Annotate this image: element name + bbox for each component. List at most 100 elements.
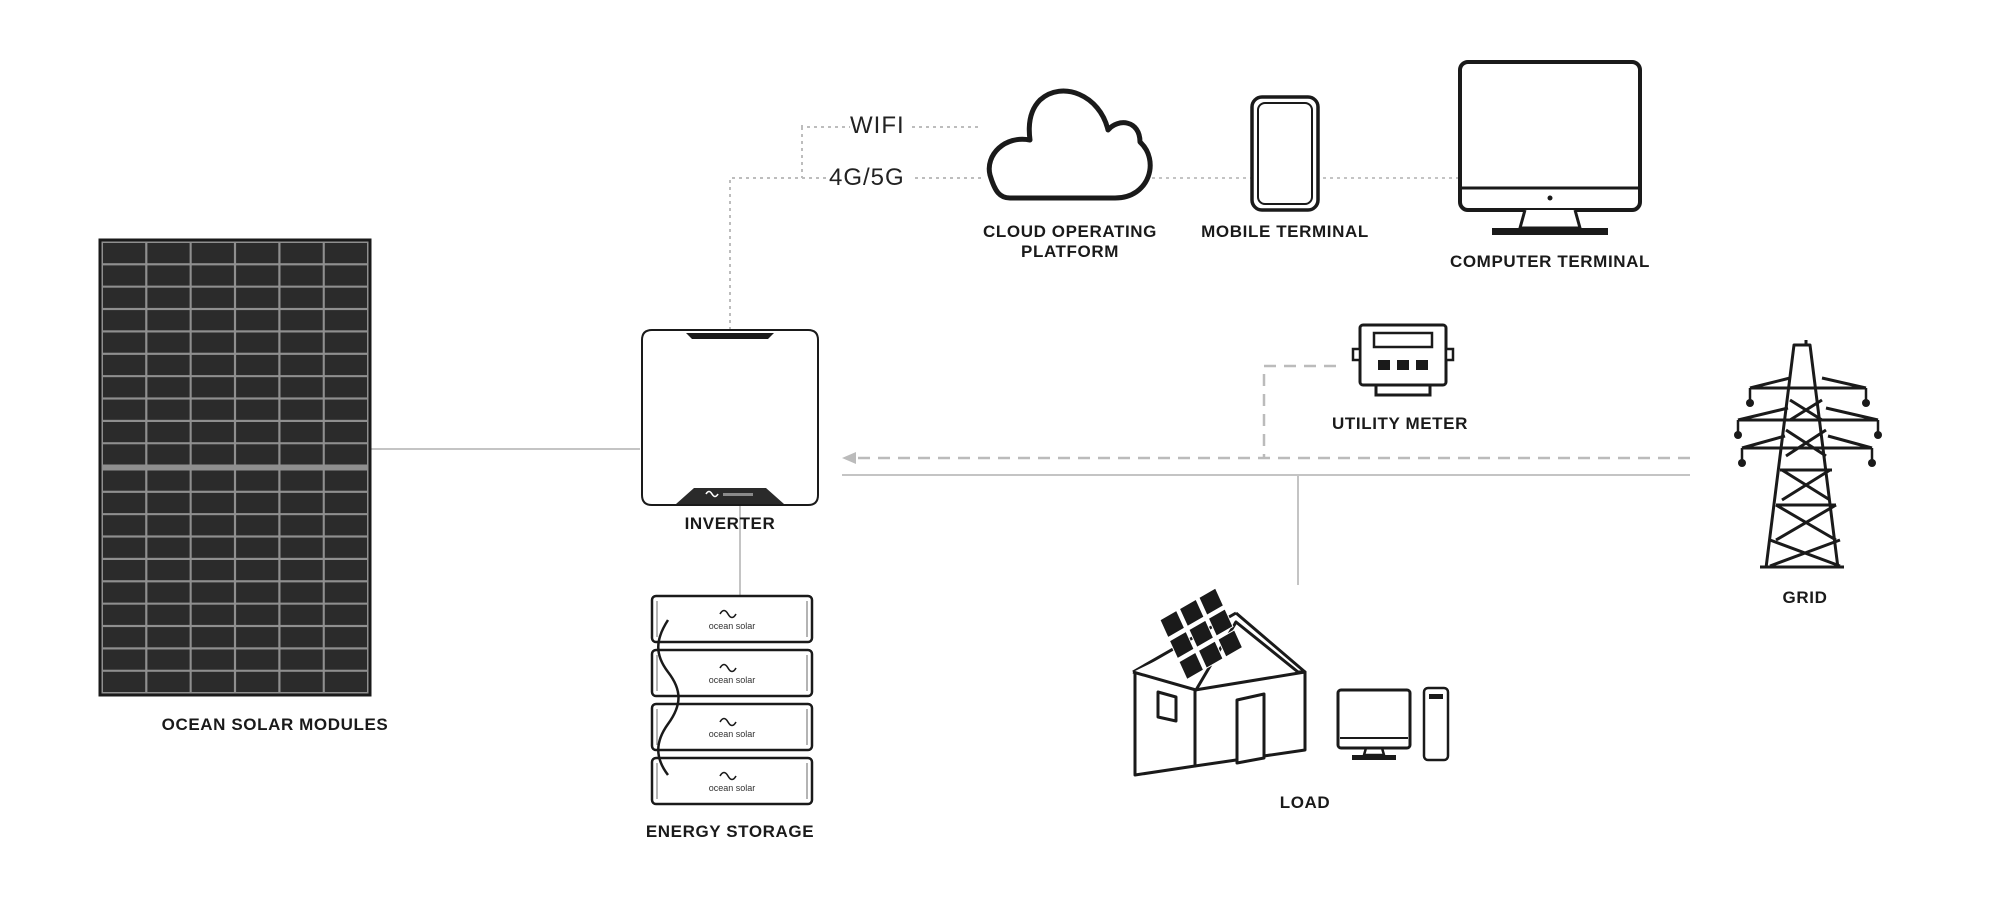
panel-cell <box>103 243 146 264</box>
panel-cell <box>324 287 367 308</box>
panel-cell <box>280 515 323 536</box>
panel-cell <box>280 310 323 331</box>
panel-cell <box>280 560 323 581</box>
computer-icon <box>1458 60 1642 235</box>
grid-label: GRID <box>1782 588 1828 607</box>
panel-cell <box>191 422 234 443</box>
panel-cell <box>147 399 190 420</box>
module-brand-text: ocean solar <box>709 675 756 685</box>
battery-module <box>650 702 814 752</box>
mobile-label: MOBILE TERMINAL <box>1201 222 1369 241</box>
panel-cell <box>280 604 323 625</box>
panel-cell <box>236 243 279 264</box>
panel-cell <box>324 243 367 264</box>
cloud-label-line1: CLOUD OPERATING <box>983 222 1157 241</box>
solar-modules-label: OCEAN SOLAR MODULES <box>161 715 389 734</box>
panel-cell <box>147 649 190 670</box>
panel-cell <box>324 377 367 398</box>
inverter-label: INVERTER <box>684 514 776 533</box>
brand-logo-icon <box>719 771 737 781</box>
panel-cell <box>236 470 279 491</box>
panel-cell <box>147 492 190 514</box>
panel-cell <box>236 399 279 420</box>
computer-label: COMPUTER TERMINAL <box>1449 252 1651 271</box>
panel-cell <box>191 354 234 376</box>
panel-cell <box>147 332 190 353</box>
panel-cell <box>280 332 323 353</box>
panel-cell <box>324 354 367 376</box>
panel-cell <box>236 422 279 443</box>
battery-module <box>650 594 814 644</box>
panel-cell <box>280 627 323 648</box>
panel-cell <box>103 560 146 581</box>
house-icon <box>1132 611 1307 777</box>
panel-cell <box>324 604 367 625</box>
panel-cell <box>103 470 146 491</box>
panel-cell <box>103 627 146 648</box>
panel-cell <box>280 243 323 264</box>
panel-cell <box>324 537 367 558</box>
panel-cell <box>147 422 190 443</box>
panel-cell <box>103 671 146 692</box>
meter-drop-line <box>1262 364 1336 458</box>
panel-cell <box>280 377 323 398</box>
panel-cell <box>147 354 190 376</box>
wifi-label: WIFI <box>850 112 905 139</box>
rooftop-panel-cell <box>1207 608 1234 637</box>
panel-cell <box>236 310 279 331</box>
panel-cell <box>324 627 367 648</box>
cloud-label-line2: PLATFORM <box>1021 242 1119 261</box>
panel-cell <box>103 492 146 514</box>
panel-cell <box>103 649 146 670</box>
panel-cell <box>236 287 279 308</box>
module-brand-text: ocean solar <box>709 621 756 631</box>
panel-cell <box>191 265 234 286</box>
panel-cell <box>103 444 146 465</box>
panel-cell <box>147 243 190 264</box>
panel-cell <box>236 671 279 692</box>
panel-cell <box>147 604 190 625</box>
panel-cell <box>103 399 146 420</box>
panel-cell <box>147 444 190 465</box>
panel-cell <box>324 582 367 603</box>
panel-cell <box>324 422 367 443</box>
panel-cell <box>191 243 234 264</box>
panel-cell <box>191 560 234 581</box>
panel-cell <box>103 332 146 353</box>
wifi-line <box>801 125 850 128</box>
panel-frame <box>98 238 372 697</box>
panel-cell <box>280 671 323 692</box>
grid-tower-icon <box>1734 340 1882 569</box>
panel-cell <box>191 399 234 420</box>
mobile-icon <box>1250 95 1320 212</box>
panel-cell <box>236 492 279 514</box>
rooftop-panel-cell <box>1198 587 1225 616</box>
panel-cell <box>280 444 323 465</box>
panel-cell <box>147 310 190 331</box>
panel-cell <box>103 287 146 308</box>
panel-cell <box>191 287 234 308</box>
cellular-label: 4G/5G <box>829 164 905 191</box>
panel-cell <box>147 377 190 398</box>
comm-lines <box>729 125 985 330</box>
panel-cell <box>280 354 323 376</box>
brand-logo-icon <box>719 609 737 619</box>
panel-cell <box>236 604 279 625</box>
panel-cell <box>324 671 367 692</box>
inverter-icon <box>641 329 819 506</box>
load-computer-icon <box>1336 688 1412 760</box>
panel-cell <box>103 582 146 603</box>
panel-cell <box>191 310 234 331</box>
panel-cell <box>324 444 367 465</box>
panel-cell <box>280 582 323 603</box>
meter-lines <box>855 364 1690 460</box>
energy-storage-label: ENERGY STORAGE <box>645 822 815 841</box>
panel-cell <box>103 422 146 443</box>
cloud-icon <box>986 88 1153 201</box>
panel-cell <box>147 265 190 286</box>
panel-cell <box>236 332 279 353</box>
panel-cell <box>191 582 234 603</box>
panel-cell <box>324 560 367 581</box>
panel-cell <box>280 537 323 558</box>
solar-panel-icon <box>98 238 372 697</box>
